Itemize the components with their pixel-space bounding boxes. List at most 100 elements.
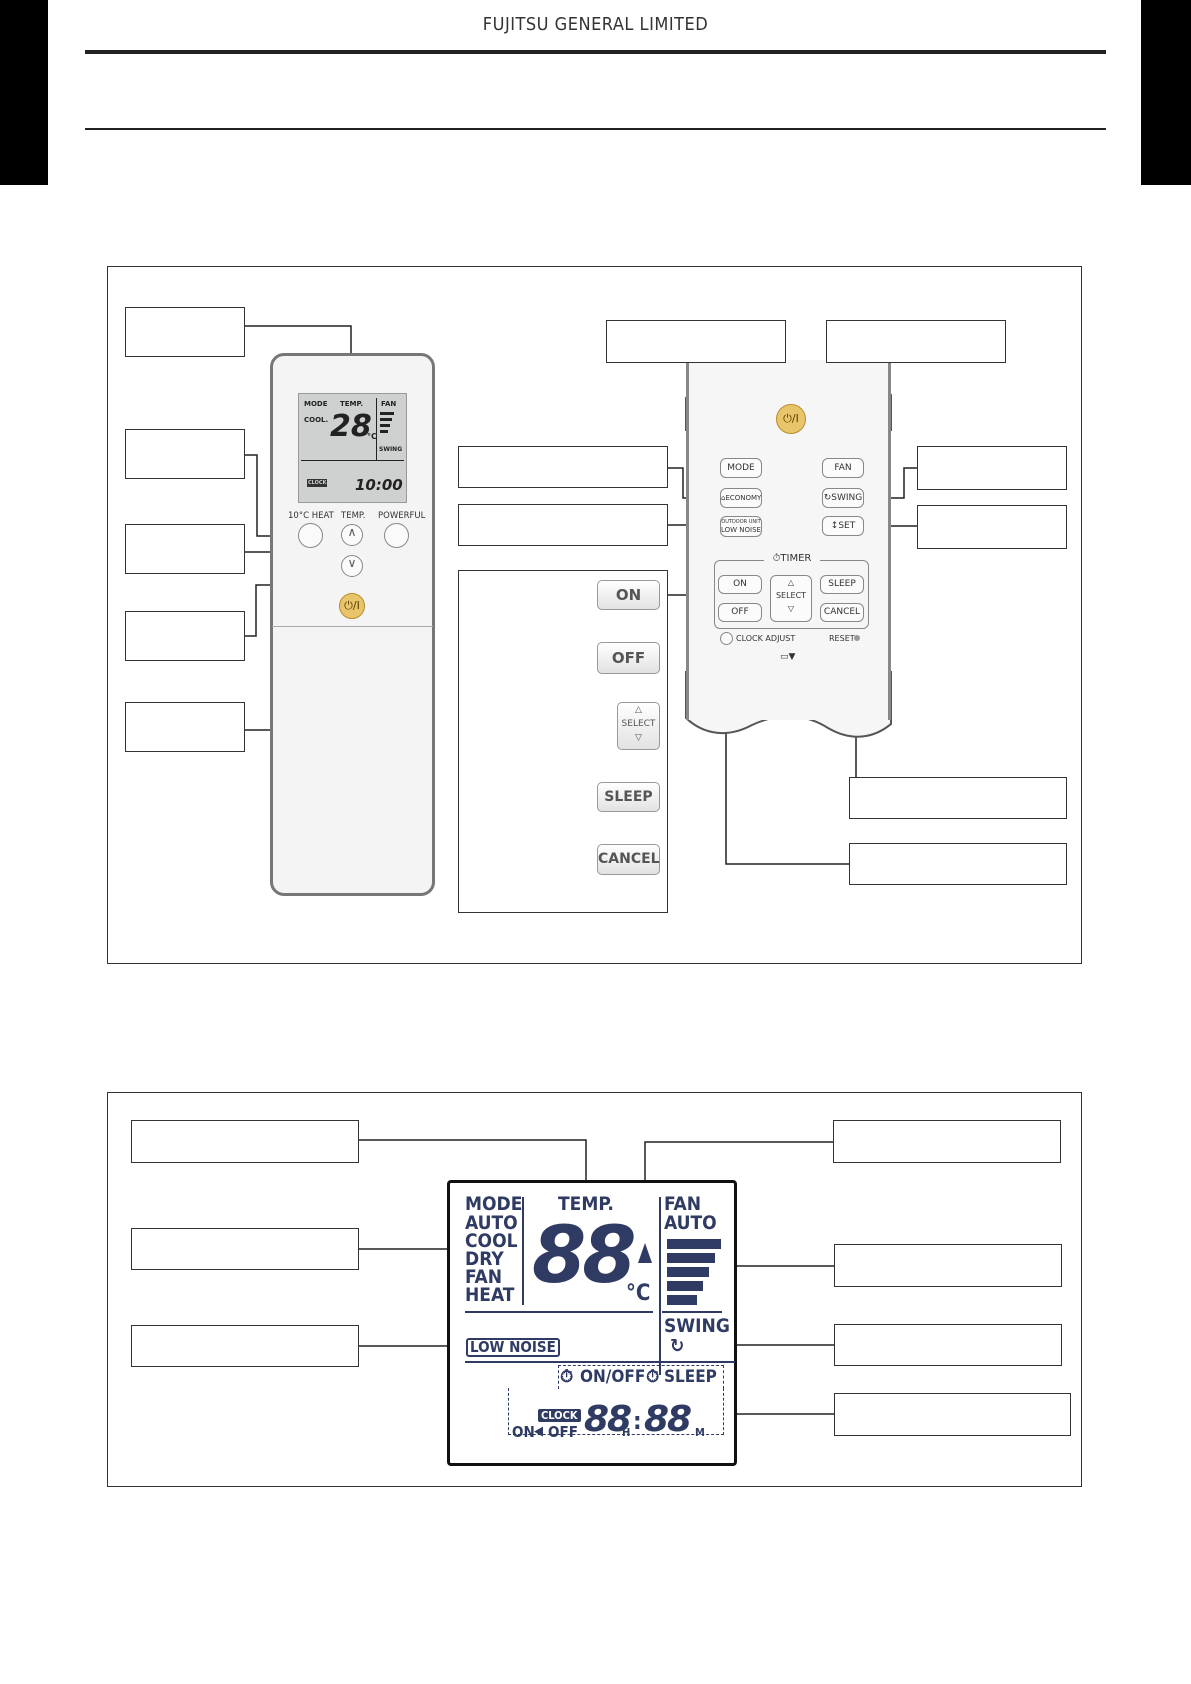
label-box-remote bbox=[125, 307, 245, 357]
page-tab-left bbox=[0, 0, 48, 185]
section-rule bbox=[85, 128, 1106, 130]
legend-select-up-icon: △ bbox=[635, 705, 642, 715]
display-set-arrow-icon bbox=[638, 1243, 652, 1263]
display-swing: SWING bbox=[664, 1315, 730, 1337]
label-box-temp bbox=[125, 524, 245, 574]
legend-sleep-button: SLEEP bbox=[597, 782, 660, 812]
display-figure-frame bbox=[107, 1092, 1082, 1487]
clock-adjust-button[interactable] bbox=[720, 632, 733, 645]
display-fan: FAN bbox=[664, 1193, 702, 1215]
remote-lcd-temp: TEMP. bbox=[340, 400, 364, 408]
remote-lcd-clock-tag: CLOCK bbox=[307, 479, 328, 487]
set-button[interactable]: ↕SET bbox=[822, 516, 864, 536]
timer-label-text: TIMER bbox=[780, 553, 812, 564]
legend-select-down-icon: ▽ bbox=[635, 733, 642, 743]
timer-sleep-button[interactable]: SLEEP bbox=[820, 575, 864, 594]
remote-temp-label: TEMP. bbox=[341, 511, 366, 521]
display-off: OFF bbox=[548, 1423, 578, 1441]
timer-label: ⏱TIMER bbox=[764, 553, 820, 564]
timer-off-button[interactable]: OFF bbox=[718, 603, 762, 622]
fan-level-bar-3 bbox=[667, 1267, 709, 1277]
select-up-icon: △ bbox=[787, 578, 795, 587]
label-box-low-noise bbox=[458, 504, 668, 546]
legend-off-button: OFF bbox=[597, 642, 660, 674]
low-noise-top-label: OUTDOOR UNIT bbox=[721, 519, 761, 525]
display-swing-icon: ↻ bbox=[670, 1335, 685, 1357]
remote-lcd-mode: MODE bbox=[304, 400, 328, 408]
display-sleep-clock-icon: ⏱ bbox=[646, 1367, 660, 1387]
label-box-set-display bbox=[833, 1120, 1061, 1163]
reset-label: RESET bbox=[829, 634, 855, 643]
fan-button[interactable]: FAN bbox=[822, 458, 864, 478]
select-down-icon: ▽ bbox=[787, 604, 795, 613]
label-box-power bbox=[125, 702, 245, 752]
display-onoff-clock-icon: ⏱ bbox=[560, 1367, 574, 1387]
display-minutes: 88 bbox=[644, 1399, 692, 1440]
legend-cancel-button: CANCEL bbox=[597, 844, 660, 875]
label-box-economy bbox=[458, 446, 668, 488]
display-panel: MODE AUTO COOL DRY FAN HEAT TEMP. 88 °C … bbox=[447, 1180, 737, 1466]
display-unit: °C bbox=[626, 1281, 651, 1306]
display-temp: TEMP. bbox=[558, 1193, 614, 1215]
display-fan-auto: AUTO bbox=[664, 1212, 717, 1234]
label-box-swing bbox=[917, 446, 1067, 490]
fan-level-bar-4 bbox=[667, 1281, 703, 1291]
display-h: H bbox=[622, 1426, 631, 1439]
label-box-mode bbox=[606, 320, 786, 363]
display-mode: MODE bbox=[465, 1193, 523, 1215]
remote-lcd-cool: COOL. bbox=[304, 416, 329, 424]
powerful-button[interactable] bbox=[384, 523, 409, 548]
display-temp-digits: 88 bbox=[532, 1211, 637, 1301]
swing-icon: ↻ bbox=[823, 493, 832, 503]
reset-button[interactable] bbox=[854, 635, 860, 641]
label-box-heat bbox=[125, 429, 245, 479]
swing-label: SWING bbox=[831, 493, 863, 503]
clock-adjust-label: CLOCK ADJUST bbox=[736, 634, 796, 643]
display-heat: HEAT bbox=[465, 1284, 515, 1306]
legend-select-label: SELECT bbox=[621, 719, 656, 729]
label-box-reset bbox=[849, 777, 1067, 819]
remote-power-button[interactable]: ⏻/I bbox=[339, 593, 365, 619]
label-box-mode-display bbox=[131, 1228, 359, 1270]
temp-up-button[interactable]: ∧ bbox=[341, 524, 363, 546]
remote-control-body bbox=[270, 353, 435, 896]
label-box-fan bbox=[826, 320, 1006, 363]
temp-down-button[interactable]: ∨ bbox=[341, 555, 363, 577]
remote-powerful-label: POWERFUL bbox=[378, 511, 426, 521]
timer-icon: ⏱ bbox=[772, 553, 781, 564]
remote-lcd-clock: 10:00 bbox=[355, 476, 403, 494]
timer-select-button[interactable]: △ SELECT ▽ bbox=[770, 575, 812, 622]
label-box-low-noise-display bbox=[131, 1325, 359, 1367]
page-tab-right bbox=[1141, 0, 1191, 185]
fan-level-bar-5 bbox=[667, 1295, 697, 1305]
legend-on-button: ON bbox=[597, 580, 660, 610]
timer-cancel-button[interactable]: CANCEL bbox=[820, 603, 864, 622]
display-cool: COOL bbox=[465, 1230, 518, 1252]
display-m: M bbox=[695, 1426, 705, 1439]
remote-lcd: MODE COOL. TEMP. FAN 28 °C SWING CLOCK 1… bbox=[298, 393, 407, 503]
swing-button[interactable]: ↻SWING bbox=[822, 488, 864, 508]
mode-button[interactable]: MODE bbox=[720, 458, 762, 478]
display-colon: : bbox=[633, 1407, 642, 1435]
label-box-clock-adjust bbox=[849, 843, 1067, 885]
heat-button[interactable] bbox=[298, 523, 323, 548]
remote-lcd-temp-value: 28 bbox=[330, 409, 372, 444]
remote-cover-seam bbox=[272, 626, 433, 627]
set-icon: ↕ bbox=[830, 521, 839, 531]
display-fan-mode: FAN bbox=[465, 1266, 503, 1288]
economy-icon: ⌂ bbox=[721, 494, 726, 502]
display-hours: 88 bbox=[584, 1399, 632, 1440]
economy-button[interactable]: ⌂ECONOMY bbox=[720, 488, 762, 508]
remote-lcd-fan: FAN bbox=[381, 400, 397, 408]
label-box-temp-display bbox=[131, 1120, 359, 1163]
display-on: ON bbox=[512, 1423, 535, 1441]
panel-power-button[interactable]: ⏻/I bbox=[776, 404, 806, 434]
label-box-fan-display bbox=[834, 1244, 1062, 1287]
timer-on-button[interactable]: ON bbox=[718, 575, 762, 594]
fan-level-bar-1 bbox=[667, 1239, 721, 1249]
low-noise-bottom-label: LOW NOISE bbox=[721, 526, 761, 534]
low-noise-button[interactable]: OUTDOOR UNIT LOW NOISE bbox=[720, 516, 762, 537]
remote-lcd-swing: SWING bbox=[379, 446, 403, 453]
select-label: SELECT bbox=[775, 591, 807, 600]
battery-icon: ▭▼ bbox=[780, 652, 796, 662]
